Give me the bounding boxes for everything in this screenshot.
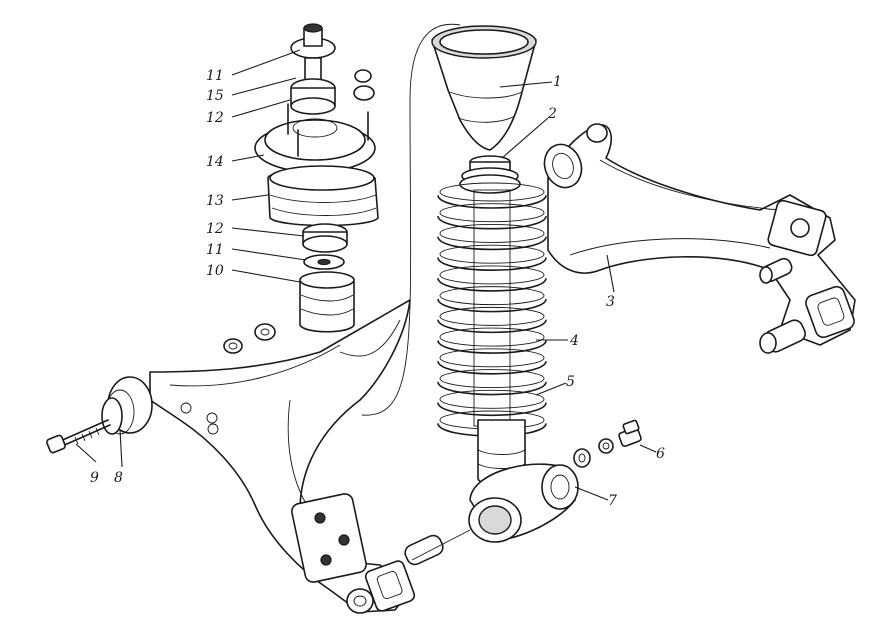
- label-10: 10: [206, 263, 224, 279]
- label-14: 14: [206, 154, 224, 170]
- spring-seat: [459, 155, 521, 194]
- shock-absorber-lower: [468, 419, 642, 543]
- dust-boot: [431, 25, 537, 151]
- spring-coil-back: [439, 182, 545, 202]
- spring-coil-front: [437, 195, 547, 209]
- label-15: 15: [206, 88, 224, 104]
- spring-coil-front: [437, 298, 547, 313]
- spring-coil-front: [437, 381, 547, 396]
- label-8: 8: [114, 470, 123, 486]
- spring-coil-front: [437, 402, 547, 417]
- spring-coil-back: [439, 286, 545, 306]
- spring-coil-back: [439, 389, 545, 409]
- label-5: 5: [566, 374, 575, 390]
- label-7: 7: [608, 493, 617, 509]
- label-3: 3: [606, 294, 615, 310]
- top-mount-stack: [254, 23, 379, 333]
- label-12-top: 12: [206, 110, 224, 126]
- coil-spring: [437, 182, 547, 437]
- lower-control-arm: [46, 299, 444, 614]
- spring-coil-back: [439, 306, 545, 326]
- spring-coil-front: [437, 340, 547, 354]
- spring-coil-front: [437, 361, 547, 375]
- spring-coil-front: [437, 236, 547, 251]
- label-6: 6: [656, 446, 665, 462]
- label-12-bottom: 12: [206, 221, 224, 237]
- label-13: 13: [206, 193, 224, 209]
- leader-lines: [75, 49, 657, 501]
- label-11-bottom: 11: [206, 242, 224, 258]
- spring-coil-back: [439, 369, 545, 388]
- spring-coil-front: [437, 278, 547, 292]
- spring-coil-back: [439, 265, 545, 285]
- part-labels: 11 15 12 14 13 12 11 10 1 2 3 4 5 6 7 9 …: [90, 68, 665, 509]
- label-11-top: 11: [206, 68, 224, 84]
- spring-coil-back: [439, 327, 545, 347]
- spring-coil-front: [437, 319, 547, 334]
- spring-coil-back: [439, 203, 545, 223]
- label-2: 2: [547, 106, 557, 122]
- label-1: 1: [553, 74, 562, 90]
- guide-loop: [361, 23, 461, 416]
- label-4: 4: [569, 333, 579, 349]
- guide-line: [411, 529, 471, 561]
- spring-coil-back: [439, 244, 545, 264]
- spring-coil-back: [439, 224, 545, 243]
- spring-coil-back: [439, 348, 545, 368]
- spring-coil-front: [437, 257, 547, 271]
- upper-control-arm: [543, 123, 856, 354]
- label-9: 9: [90, 470, 99, 486]
- spring-coil-front: [437, 215, 547, 230]
